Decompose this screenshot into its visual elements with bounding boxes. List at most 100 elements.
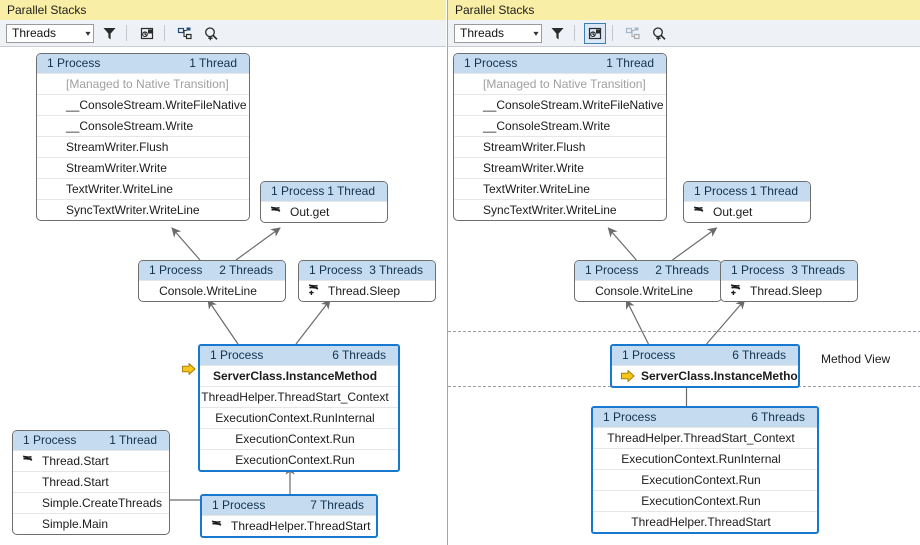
- process-count: 1 Process: [622, 348, 676, 362]
- show-only-flagged-icon[interactable]: [584, 22, 606, 44]
- zoom-icon[interactable]: [648, 23, 670, 44]
- frame-icon-none: [45, 77, 61, 91]
- frame-label: __ConsoleStream.WriteFileNative: [483, 97, 664, 112]
- stack-node-threadhelper-threadstart[interactable]: 1 Process 7 Threads ThreadHelper.ThreadS…: [200, 494, 378, 538]
- panel-title-left: Parallel Stacks: [7, 3, 87, 17]
- stack-frame[interactable]: Console.WriteLine: [575, 280, 721, 301]
- stack-frame-current[interactable]: ServerClass.InstanceMethod: [612, 365, 798, 386]
- stack-frame[interactable]: ThreadHelper.ThreadStart: [593, 511, 817, 532]
- stack-frame[interactable]: ExecutionContext.RunInternal: [593, 448, 817, 469]
- filter-icon[interactable]: [98, 23, 120, 44]
- stack-frame[interactable]: ExecutionContext.Run: [200, 428, 398, 449]
- paused-threads-multi-icon: [729, 284, 745, 298]
- stack-frame[interactable]: StreamWriter.Write: [454, 157, 666, 178]
- stack-frame[interactable]: ThreadHelper.ThreadStart_Context: [200, 386, 398, 407]
- frame-icon-none: [21, 517, 37, 531]
- stack-canvas-right: Method View 1 Process 1 Thread [Managed …: [448, 48, 920, 545]
- stack-frame[interactable]: Out.get: [684, 201, 810, 222]
- zoom-icon[interactable]: [200, 23, 222, 44]
- stack-node-out-get[interactable]: 1 Process 1 Thread Out.get: [683, 181, 811, 223]
- node-header: 1 Process 1 Thread: [454, 54, 666, 73]
- stack-node-serverclass-instancemethod[interactable]: 1 Process 6 Threads ServerClass.Instance…: [198, 344, 400, 472]
- stack-frame[interactable]: StreamWriter.Flush: [37, 136, 249, 157]
- stack-frame[interactable]: ExecutionContext.Run: [593, 469, 817, 490]
- stack-node-console-native[interactable]: 1 Process 1 Thread [Managed to Native Tr…: [36, 53, 250, 221]
- stack-frame[interactable]: Thread.Start: [13, 450, 169, 471]
- stack-frame[interactable]: SyncTextWriter.WriteLine: [37, 199, 249, 220]
- frame-label: [Managed to Native Transition]: [66, 76, 229, 91]
- stack-node-out-get[interactable]: 1 Process 1 Thread Out.get: [260, 181, 388, 223]
- auto-scroll-icon[interactable]: [622, 23, 644, 44]
- stack-node-serverclass-instancemethod[interactable]: 1 Process 6 Threads ServerClass.Instance…: [610, 344, 800, 388]
- filter-icon[interactable]: [546, 23, 568, 44]
- toolbar-right: Threads ▾: [448, 20, 920, 47]
- stack-node-console-writeline[interactable]: 1 Process 2 Threads Console.WriteLine: [138, 260, 286, 302]
- node-header: 1 Process 3 Threads: [721, 261, 857, 280]
- frame-icon-none: [21, 496, 37, 510]
- stack-frame[interactable]: ExecutionContext.Run: [593, 490, 817, 511]
- stack-node-thread-sleep[interactable]: 1 Process 3 Threads Thread.Sleep: [298, 260, 436, 302]
- stack-frame[interactable]: StreamWriter.Flush: [454, 136, 666, 157]
- process-count: 1 Process: [694, 184, 748, 198]
- stack-frame[interactable]: Console.WriteLine: [139, 280, 285, 301]
- stack-node-console-writeline[interactable]: 1 Process 2 Threads Console.WriteLine: [574, 260, 722, 302]
- method-view-divider-top: [448, 331, 920, 332]
- thread-count: 1 Thread: [109, 433, 157, 447]
- node-header: 1 Process 1 Thread: [13, 431, 169, 450]
- stack-frame[interactable]: ThreadHelper.ThreadStart_Context: [593, 427, 817, 448]
- process-count: 1 Process: [271, 184, 325, 198]
- view-mode-value-left: Threads: [12, 26, 57, 40]
- stack-frame[interactable]: Thread.Start: [13, 471, 169, 492]
- stack-frame[interactable]: ExecutionContext.Run: [200, 449, 398, 470]
- process-count: 1 Process: [603, 410, 657, 424]
- node-header: 1 Process 6 Threads: [593, 408, 817, 427]
- stack-node-thread-sleep[interactable]: 1 Process 3 Threads Thread.Sleep: [720, 260, 858, 302]
- thread-count: 1 Thread: [327, 184, 375, 198]
- frame-label: ThreadHelper.ThreadStart_Context: [201, 389, 389, 404]
- stack-frame[interactable]: Simple.Main: [13, 513, 169, 534]
- stack-frame[interactable]: Out.get: [261, 201, 387, 222]
- frame-icon-none: [45, 203, 61, 217]
- stack-frame[interactable]: __ConsoleStream.Write: [454, 115, 666, 136]
- stack-frame[interactable]: ExecutionContext.RunInternal: [200, 407, 398, 428]
- stack-frame[interactable]: __ConsoleStream.WriteFileNative: [37, 94, 249, 115]
- stack-frame[interactable]: TextWriter.WriteLine: [37, 178, 249, 199]
- stack-frame[interactable]: __ConsoleStream.Write: [37, 115, 249, 136]
- show-only-flagged-icon[interactable]: [136, 23, 158, 44]
- auto-scroll-icon[interactable]: [174, 23, 196, 44]
- frame-label: __ConsoleStream.Write: [483, 118, 611, 133]
- frame-label: [Managed to Native Transition]: [483, 76, 646, 91]
- toolbar-separator: [164, 25, 165, 41]
- stack-frame[interactable]: Thread.Sleep: [299, 280, 435, 301]
- stack-frame[interactable]: [Managed to Native Transition]: [454, 73, 666, 94]
- toolbar-separator: [612, 25, 613, 41]
- frame-icon-none: [462, 119, 478, 133]
- stack-node-console-native[interactable]: 1 Process 1 Thread [Managed to Native Tr…: [453, 53, 667, 221]
- view-mode-dropdown-right[interactable]: Threads ▾: [454, 23, 542, 43]
- frame-icon-none: [462, 203, 478, 217]
- stack-frame[interactable]: Thread.Sleep: [721, 280, 857, 301]
- process-count: 1 Process: [731, 263, 785, 277]
- stack-frame[interactable]: Simple.CreateThreads: [13, 492, 169, 513]
- panel-title-right: Parallel Stacks: [455, 3, 535, 17]
- stack-frame[interactable]: __ConsoleStream.WriteFileNative: [454, 94, 666, 115]
- view-mode-dropdown-left[interactable]: Threads ▾: [6, 23, 94, 43]
- process-count: 1 Process: [23, 433, 77, 447]
- chevron-down-icon: ▾: [533, 28, 539, 38]
- thread-count: 3 Threads: [791, 263, 845, 277]
- stack-frame[interactable]: SyncTextWriter.WriteLine: [454, 199, 666, 220]
- thread-count: 6 Threads: [751, 410, 805, 424]
- stack-frame[interactable]: StreamWriter.Write: [37, 157, 249, 178]
- frame-label: ExecutionContext.Run: [641, 472, 761, 487]
- stack-frame[interactable]: ThreadHelper.ThreadStart: [202, 515, 376, 536]
- frame-label: __ConsoleStream.Write: [66, 118, 194, 133]
- stack-node-callers[interactable]: 1 Process 6 Threads ThreadHelper.ThreadS…: [591, 406, 819, 534]
- stack-frame[interactable]: [Managed to Native Transition]: [37, 73, 249, 94]
- stack-node-main-thread[interactable]: 1 Process 1 Thread Thread.Start Thread.S…: [12, 430, 170, 535]
- frame-label: ExecutionContext.RunInternal: [215, 410, 375, 425]
- stack-frame[interactable]: TextWriter.WriteLine: [454, 178, 666, 199]
- chevron-down-icon: ▾: [85, 28, 91, 38]
- frame-label: TextWriter.WriteLine: [483, 181, 590, 196]
- stack-frame-current[interactable]: ServerClass.InstanceMethod: [200, 365, 398, 386]
